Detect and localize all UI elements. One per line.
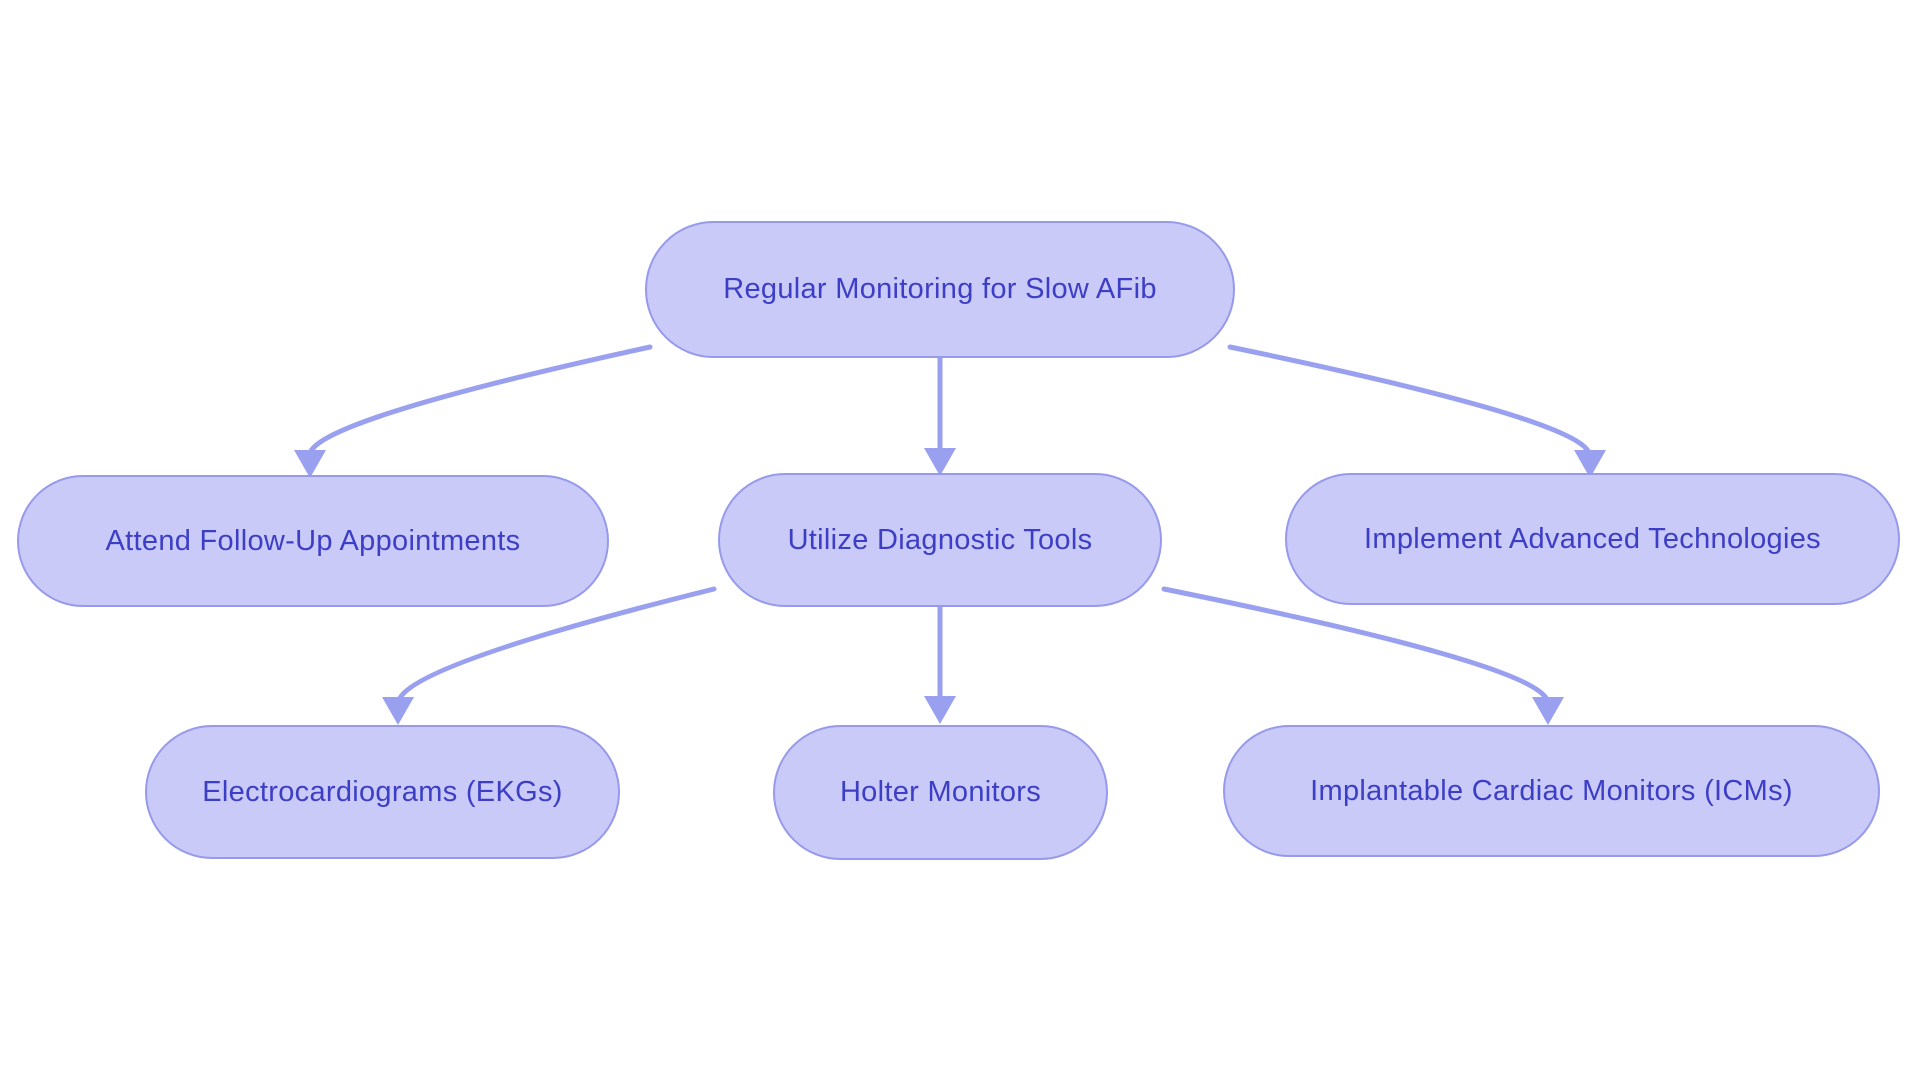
arrow-diagnostic-to-ekg (382, 586, 717, 725)
arrow-root-to-tech (1227, 344, 1606, 478)
node-label: Regular Monitoring for Slow AFib (723, 273, 1157, 305)
arrow-diagnostic-to-icm (1161, 586, 1564, 725)
arrow-root-to-followup (294, 344, 653, 478)
node-label: Utilize Diagnostic Tools (787, 523, 1093, 556)
node-label: Electrocardiograms (EKGs) (202, 775, 563, 808)
node-electrocardiograms-ekgs: Electrocardiograms (EKGs) (145, 725, 620, 859)
node-label: Implantable Cardiac Monitors (ICMs) (1310, 774, 1793, 807)
node-utilize-diagnostic-tools: Utilize Diagnostic Tools (718, 473, 1162, 607)
node-label: Implement Advanced Technologies (1364, 522, 1821, 555)
node-implement-advanced-technologies: Implement Advanced Technologies (1285, 473, 1900, 605)
node-regular-monitoring: Regular Monitoring for Slow AFib (645, 221, 1235, 358)
node-implantable-cardiac-monitors-icms: Implantable Cardiac Monitors (ICMs) (1223, 725, 1880, 857)
node-label: Attend Follow-Up Appointments (105, 524, 521, 557)
arrow-root-to-diagnostic (924, 355, 956, 476)
arrow-diagnostic-to-holter (924, 604, 956, 724)
node-attend-followup-appointments: Attend Follow-Up Appointments (17, 475, 609, 607)
node-label: Holter Monitors (839, 776, 1042, 808)
node-holter-monitors: Holter Monitors (773, 725, 1108, 860)
